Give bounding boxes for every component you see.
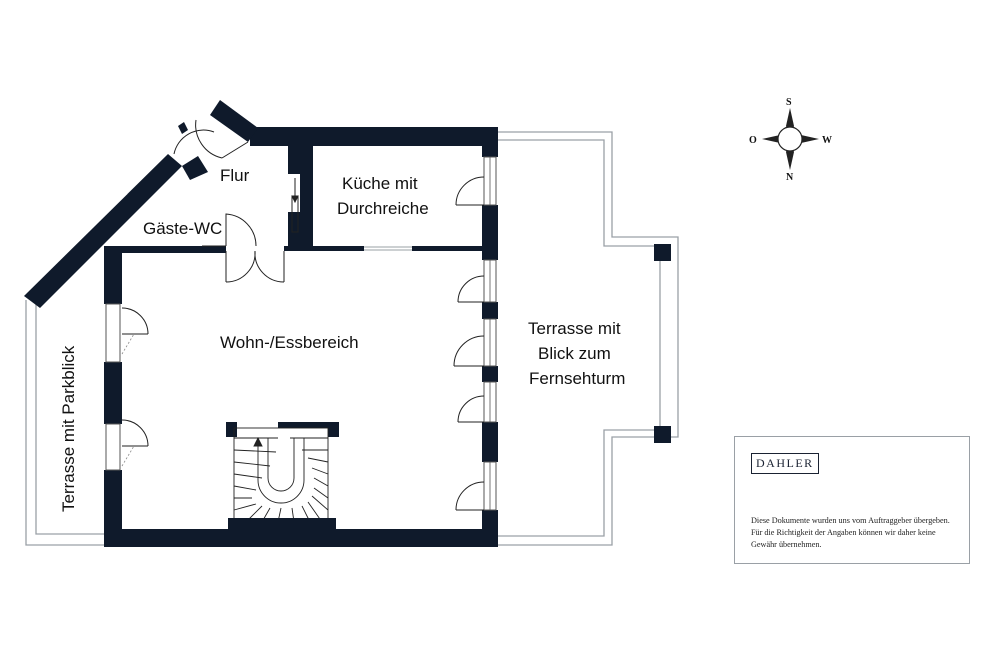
dahler-logo: DAHLER (751, 453, 819, 474)
disclaimer-text: Diese Dokumente wurden uns vom Auftragge… (751, 516, 950, 549)
terrace-park-outline (25, 294, 106, 546)
living-double-door (225, 250, 285, 283)
entrance-door (173, 119, 249, 159)
disclaimer-box: DAHLER Diese Dokumente wurden uns vom Au… (734, 436, 970, 564)
label-kueche-1: Küche mit (342, 174, 418, 193)
label-terrasse-west-1: Terrasse mit (528, 319, 621, 338)
compass-south: S (786, 97, 792, 108)
compass-west: W (822, 135, 832, 146)
label-terrasse-west-3: Fernsehturm (529, 369, 625, 388)
compass-east: O (749, 135, 757, 146)
terrace-west-outline (498, 131, 679, 546)
compass-north: N (786, 172, 794, 183)
label-flur: Flur (220, 166, 250, 185)
hallway-stair-marker (291, 178, 299, 233)
walls (24, 100, 498, 547)
west-windows (105, 303, 121, 471)
west-door-swings (121, 307, 149, 447)
east-door-swings (453, 176, 485, 511)
label-kueche-2: Durchreiche (337, 199, 429, 218)
compass-icon: S N O W (749, 97, 832, 183)
label-terrasse-west-2: Blick zum (538, 344, 611, 363)
terrace-column (654, 426, 671, 443)
guest-wc-door (202, 213, 257, 247)
label-gaeste-wc: Gäste-WC (143, 219, 222, 238)
label-terrasse-park: Terrasse mit Parkblick (59, 345, 78, 512)
label-wohn-essbereich: Wohn-/Essbereich (220, 333, 359, 352)
staircase (233, 427, 329, 523)
terrace-column (654, 244, 671, 261)
staircase-base (228, 518, 336, 530)
pass-through-opening (364, 246, 412, 251)
